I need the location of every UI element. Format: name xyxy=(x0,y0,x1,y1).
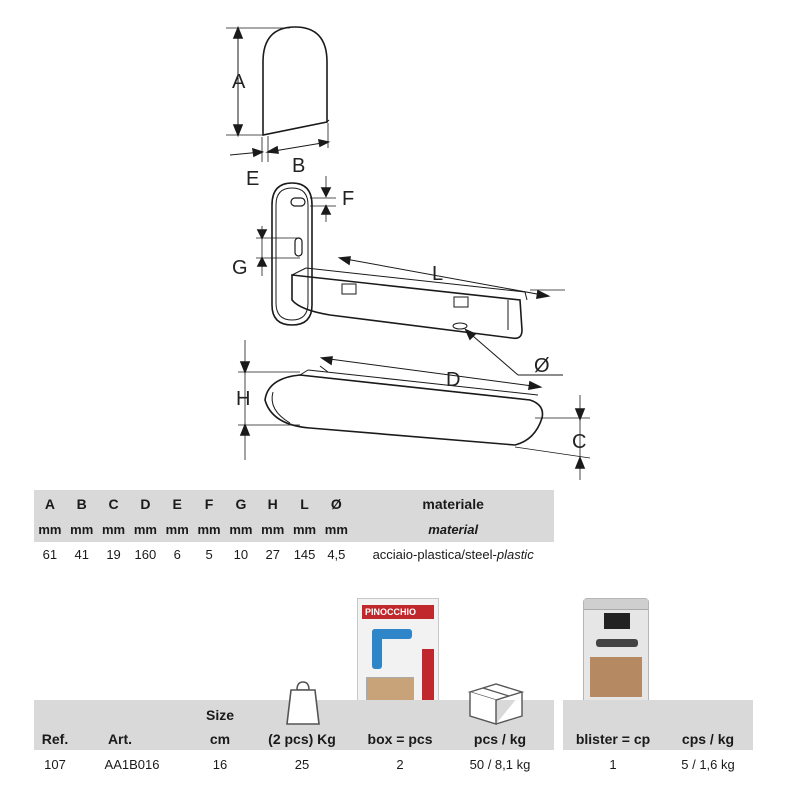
material-value-italic: plastic xyxy=(496,547,534,562)
dim-header: E xyxy=(161,490,194,517)
dim-value: 10 xyxy=(224,542,257,567)
dim-label-h: H xyxy=(236,388,250,410)
dim-value: 4,5 xyxy=(320,542,353,567)
dim-label-e: E xyxy=(246,168,259,190)
dim-value: 145 xyxy=(288,542,321,567)
dim-value: 27 xyxy=(256,542,289,567)
header-weight: (2 pcs) Kg xyxy=(268,731,336,747)
header-size-unit: cm xyxy=(209,731,231,747)
header-cps-kg: cps / kg xyxy=(681,731,735,747)
value-weight: 25 xyxy=(294,757,310,772)
dim-label-d: D xyxy=(446,369,460,391)
dim-header: Ø xyxy=(320,490,353,517)
dim-label-a: A xyxy=(232,71,246,93)
technical-drawing: A B E F G L Ø D H C xyxy=(226,25,591,480)
header-pcs-kg: pcs / kg xyxy=(473,731,527,747)
carton-box-icon xyxy=(467,683,525,725)
dim-unit: mm xyxy=(97,517,130,542)
dim-value: 160 xyxy=(129,542,162,567)
dim-unit: mm xyxy=(320,517,353,542)
blister-table-header xyxy=(563,700,753,750)
dim-header: H xyxy=(256,490,289,517)
dim-header: G xyxy=(224,490,257,517)
dim-unit: mm xyxy=(256,517,289,542)
dim-unit: mm xyxy=(224,517,257,542)
end-cap-part xyxy=(262,26,328,136)
shelf-part xyxy=(264,374,544,446)
dim-header: A xyxy=(34,490,66,517)
wall-plate xyxy=(271,182,313,326)
dim-unit: mm xyxy=(34,517,66,542)
dim-header: F xyxy=(193,490,225,517)
material-header: materiale xyxy=(352,490,554,517)
dim-header: L xyxy=(288,490,321,517)
header-box-pcs: box = pcs xyxy=(367,731,433,747)
material-value: acciaio-plastica/steel-plastic xyxy=(352,542,554,567)
weight-icon xyxy=(286,681,320,725)
dim-unit: mm xyxy=(129,517,162,542)
bracket-graphic xyxy=(372,629,412,639)
material-value-main: acciaio-plastica/steel- xyxy=(372,547,497,562)
value-blister: 1 xyxy=(609,757,617,772)
dim-label-b: B xyxy=(292,155,305,177)
dim-label-f: F xyxy=(342,188,354,210)
header-ref: Ref. xyxy=(41,731,69,747)
header-size-top: Size xyxy=(205,707,234,723)
header-art: Art. xyxy=(107,731,133,747)
value-size: 16 xyxy=(212,757,228,772)
dim-unit: mm xyxy=(193,517,225,542)
blister-logo xyxy=(604,613,630,629)
value-box-pcs: 2 xyxy=(396,757,404,772)
dim-unit: mm xyxy=(161,517,194,542)
value-art: AA1B016 xyxy=(104,757,160,772)
dim-header: C xyxy=(97,490,130,517)
bracket-graphic xyxy=(596,639,638,647)
value-ref: 107 xyxy=(44,757,66,772)
dimensions-table: A B C D E F G H L Ø materiale mm mm mm m… xyxy=(34,490,554,567)
dim-header: B xyxy=(65,490,98,517)
product-photo xyxy=(590,657,642,697)
dim-label-c: C xyxy=(572,431,586,453)
dim-value: 61 xyxy=(34,542,66,567)
dim-value: 5 xyxy=(193,542,225,567)
dim-label-diameter: Ø xyxy=(534,355,550,377)
value-pcs-kg: 50 / 8,1 kg xyxy=(469,757,531,772)
dim-header: D xyxy=(129,490,162,517)
dim-unit: mm xyxy=(288,517,321,542)
dim-label-l: L xyxy=(432,263,443,285)
bracket-graphic xyxy=(372,629,382,669)
dim-value: 6 xyxy=(161,542,194,567)
dim-unit: mm xyxy=(65,517,98,542)
bracket-arm xyxy=(291,274,523,340)
header-blister: blister = cp xyxy=(575,731,651,747)
dim-value: 19 xyxy=(97,542,130,567)
dim-value: 41 xyxy=(65,542,98,567)
blister-hanger xyxy=(584,599,648,610)
material-header-en: material xyxy=(352,517,554,542)
box-brand-label: PINOCCHIO xyxy=(362,605,434,619)
value-cps-kg: 5 / 1,6 kg xyxy=(681,757,735,772)
dim-label-g: G xyxy=(232,257,248,279)
